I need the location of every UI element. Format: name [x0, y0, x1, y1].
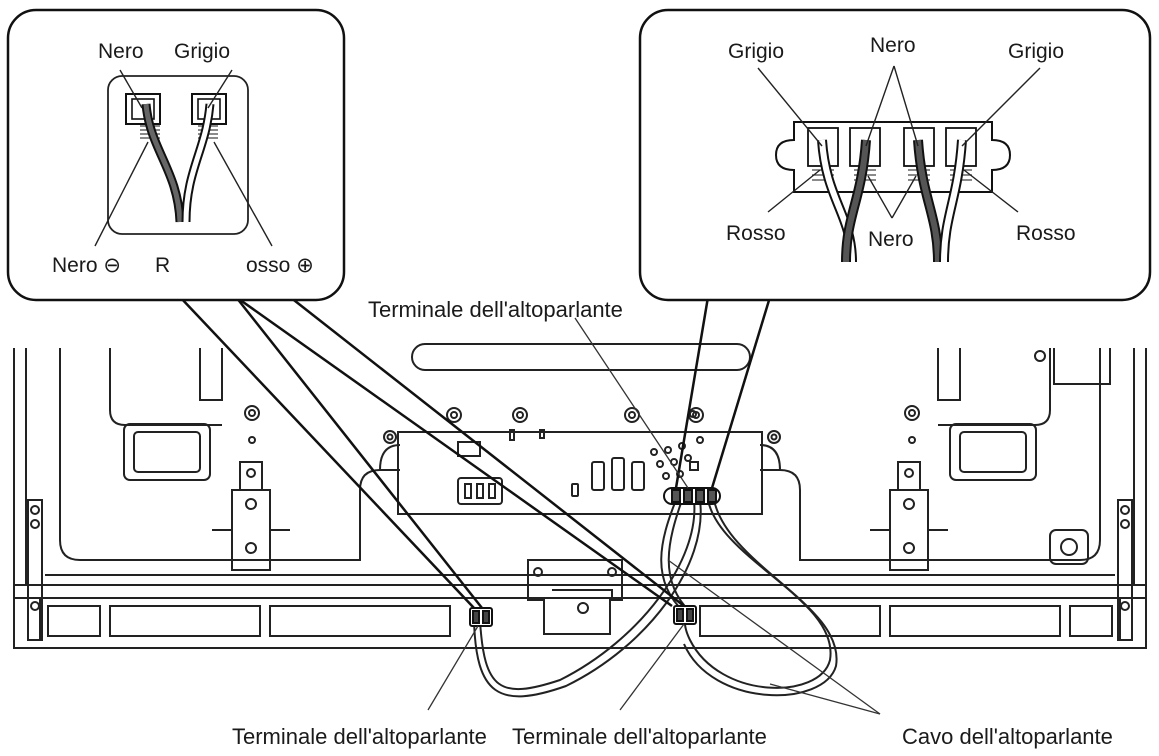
right-label-grigio-left: Grigio [728, 40, 784, 63]
left-label-grigio: Grigio [174, 40, 230, 63]
left-label-r: R [155, 254, 170, 277]
label-bottom-terminal-right: Terminale dell'altoparlante [512, 724, 767, 749]
speaker-cables [473, 499, 838, 698]
label-pointers [427, 317, 881, 715]
main-speaker-terminal [663, 487, 721, 505]
callout-leader-lines [179, 295, 772, 609]
right-label-rosso-right: Rosso [1016, 222, 1076, 245]
right-label-nero-bottom: Nero [868, 228, 914, 251]
label-bottom-terminal-left: Terminale dell'altoparlante [232, 724, 487, 749]
left-label-nero-negative: Nero ⊖ [52, 254, 121, 277]
left-label-nero: Nero [98, 40, 144, 63]
bottom-terminal-left [469, 607, 493, 627]
label-main-speaker-terminal: Terminale dell'altoparlante [368, 297, 623, 322]
right-callout-box [638, 8, 1152, 302]
tv-back-panel [13, 343, 1147, 649]
right-label-nero-top: Nero [870, 34, 916, 57]
right-label-grigio-right: Grigio [1008, 40, 1064, 63]
bottom-terminal-right [673, 605, 697, 625]
left-label-rosso-positive: osso ⊕ [246, 254, 314, 277]
left-callout-box [6, 8, 346, 302]
right-label-rosso-left: Rosso [726, 222, 786, 245]
label-speaker-cable: Cavo dell'altoparlante [902, 724, 1113, 749]
